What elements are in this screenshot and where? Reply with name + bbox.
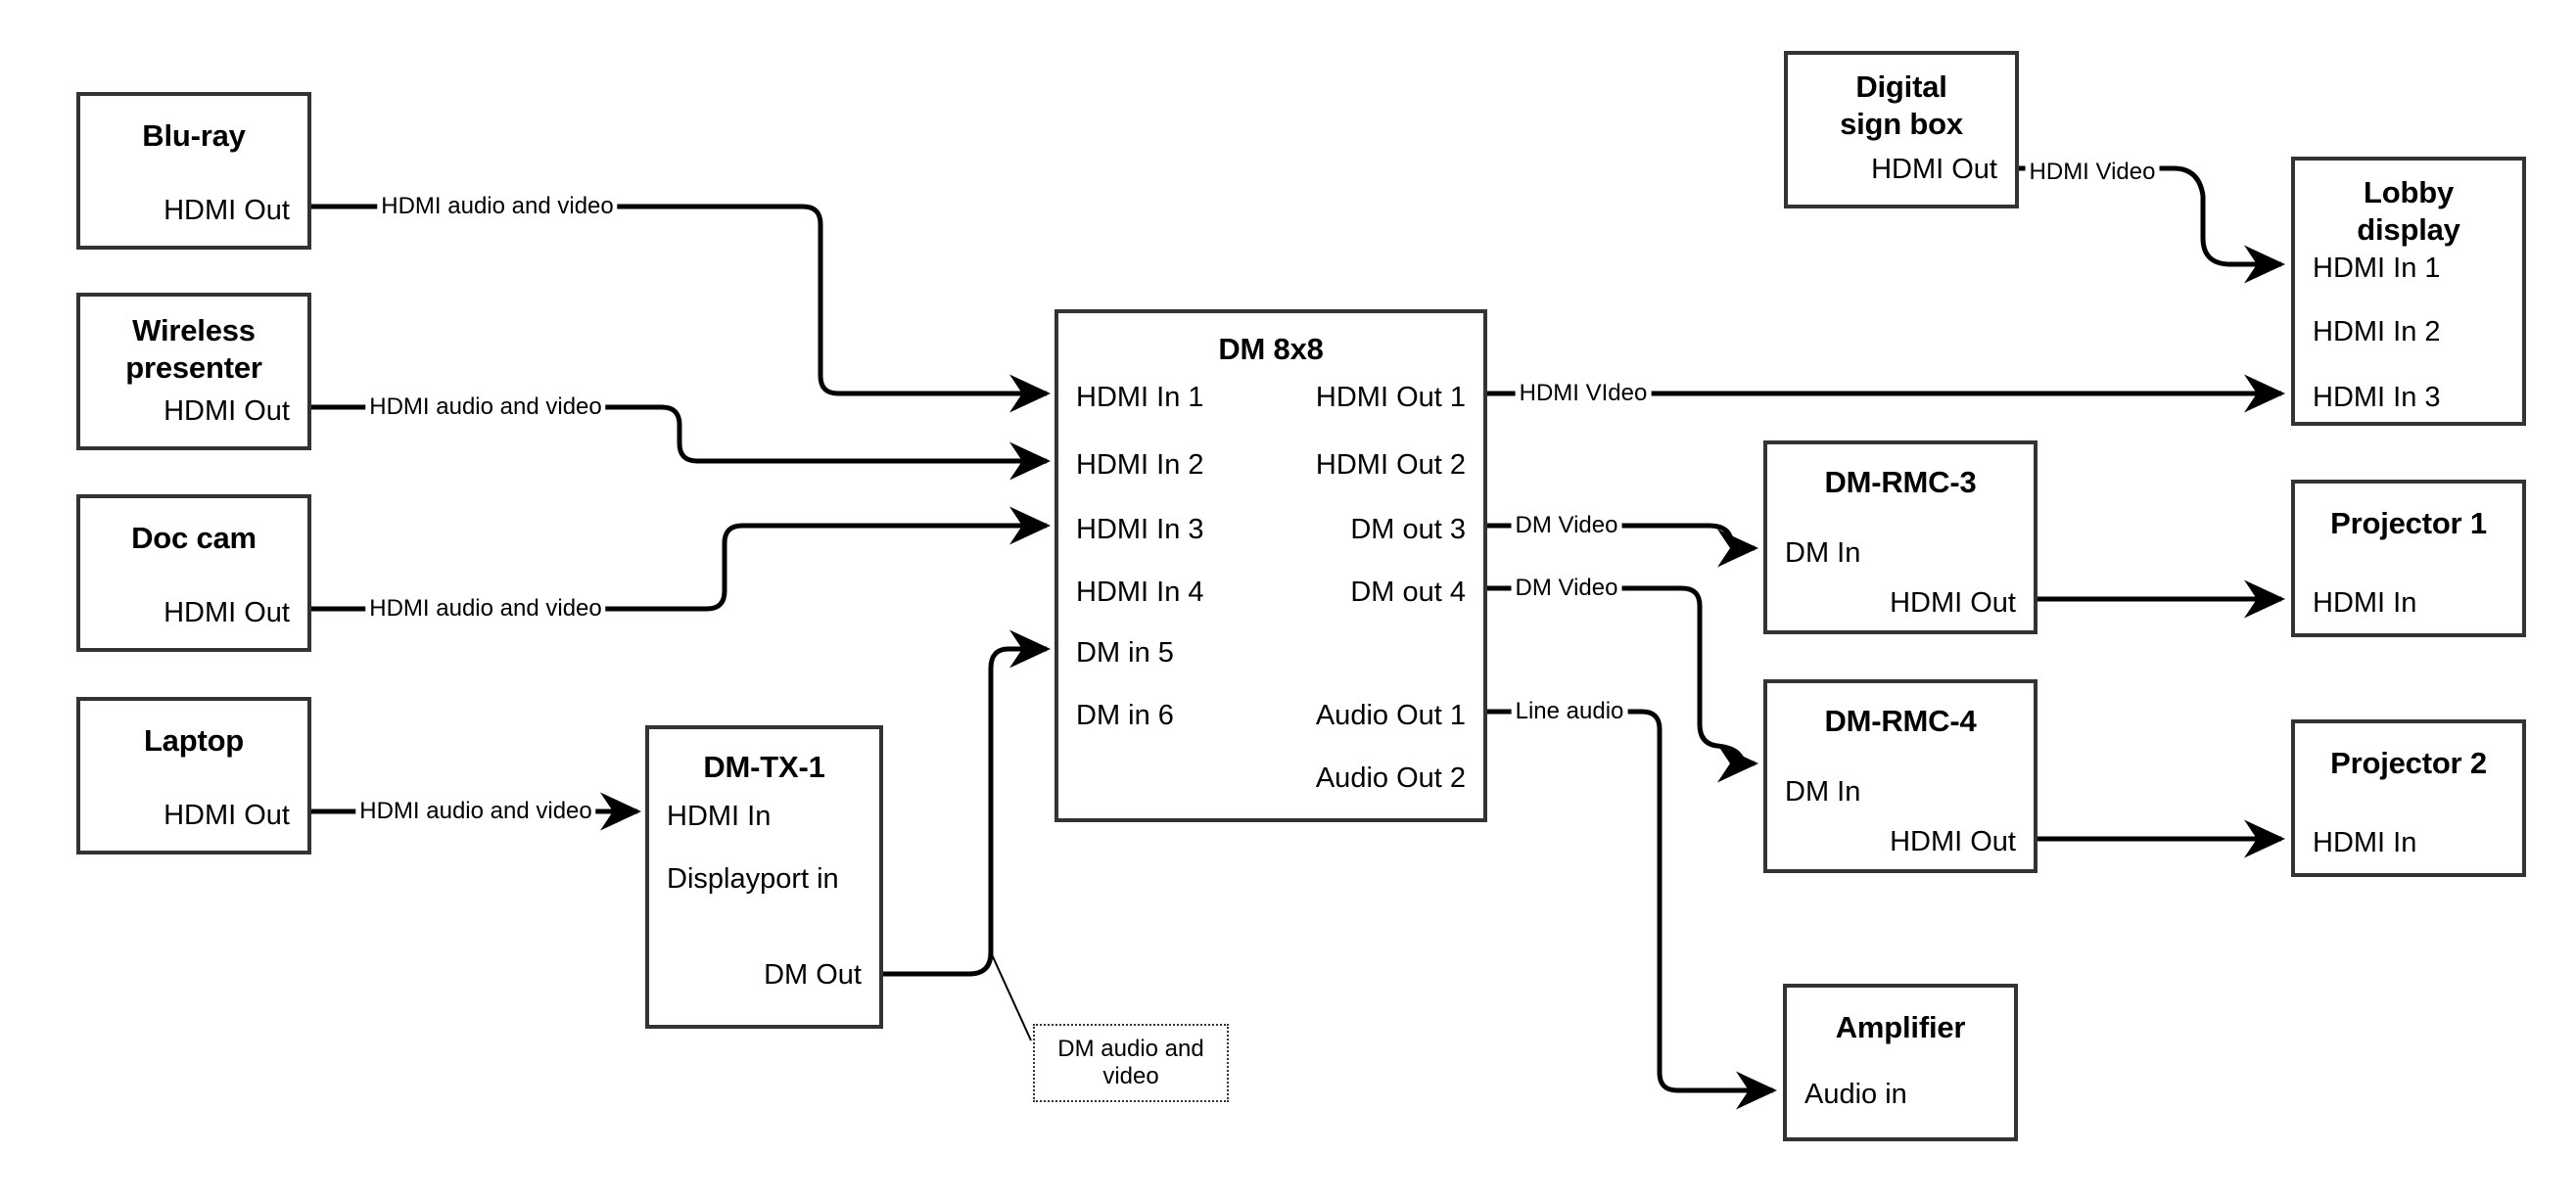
node-dm-rmc-3-port-hdmi-out[interactable]: HDMI Out	[1890, 587, 2016, 619]
node-dm-rmc-4-port-hdmi-out[interactable]: HDMI Out	[1890, 826, 2016, 857]
wire-dm8x8-audio1-to-amplifier	[1487, 709, 1778, 1110]
node-dm-8x8-port-audio-out-1[interactable]: Audio Out 1	[1315, 700, 1466, 731]
node-lobby-display-port-hdmi-in-1[interactable]: HDMI In 1	[2313, 253, 2441, 284]
node-dm-tx-1-port-displayport-in[interactable]: Displayport in	[667, 863, 839, 895]
node-dm-8x8[interactable]: DM 8x8 HDMI In 1 HDMI In 2 HDMI In 3 HDM…	[1054, 309, 1487, 822]
node-dm-rmc-4[interactable]: DM-RMC-4 DM In HDMI Out	[1763, 679, 2037, 873]
node-amplifier-port-audio-in[interactable]: Audio in	[1804, 1079, 1907, 1110]
node-projector-1[interactable]: Projector 1 HDMI In	[2291, 480, 2526, 637]
wire-label-doccam-link: HDMI audio and video	[365, 595, 606, 623]
node-dm-rmc-3-title: DM-RMC-3	[1824, 465, 1977, 499]
node-projector-2-port-hdmi-in[interactable]: HDMI In	[2313, 827, 2417, 858]
node-dm-8x8-port-dm-out-3[interactable]: DM out 3	[1350, 514, 1466, 545]
wire-bluray-to-dm8x8	[311, 204, 1052, 413]
wire-label-dm-video-3: DM Video	[1511, 512, 1622, 539]
node-dm-rmc-3[interactable]: DM-RMC-3 DM In HDMI Out	[1763, 440, 2037, 634]
node-projector-1-title: Projector 1	[2330, 506, 2487, 540]
wire-label-sign-hdmi-video: HDMI Video	[2025, 159, 2160, 186]
node-wireless-presenter[interactable]: Wireless presenter HDMI Out	[76, 293, 311, 450]
node-dm-tx-1-port-hdmi-in[interactable]: HDMI In	[667, 801, 772, 832]
node-lobby-display-port-hdmi-in-2[interactable]: HDMI In 2	[2313, 316, 2441, 347]
node-lobby-display[interactable]: Lobby display HDMI In 1 HDMI In 2 HDMI I…	[2291, 157, 2526, 426]
node-bluray-port-hdmi-out[interactable]: HDMI Out	[164, 195, 290, 226]
wire-label-wireless-link: HDMI audio and video	[365, 393, 606, 421]
node-doc-cam[interactable]: Doc cam HDMI Out	[76, 494, 311, 652]
wire-label-bluray-link: HDMI audio and video	[377, 193, 618, 220]
node-bluray[interactable]: Blu-ray HDMI Out	[76, 92, 311, 250]
node-wireless-presenter-title: Wireless presenter	[125, 313, 262, 385]
node-digital-sign-box[interactable]: Digital sign box HDMI Out	[1784, 51, 2019, 208]
node-amplifier-title: Amplifier	[1835, 1010, 1966, 1044]
node-projector-2-title: Projector 2	[2330, 746, 2487, 780]
callout-dm-audio-and-video: DM audio and video	[1033, 1024, 1229, 1102]
node-dm-8x8-port-hdmi-in-1[interactable]: HDMI In 1	[1076, 382, 1204, 413]
wire-dm8x8-out4-to-rmc4	[1487, 585, 1759, 783]
node-dm-8x8-port-hdmi-in-4[interactable]: HDMI In 4	[1076, 577, 1204, 608]
node-wireless-presenter-port-hdmi-out[interactable]: HDMI Out	[164, 395, 290, 427]
wire-label-line-audio: Line audio	[1511, 698, 1628, 725]
node-dm-rmc-4-title: DM-RMC-4	[1824, 704, 1977, 738]
node-projector-1-port-hdmi-in[interactable]: HDMI In	[2313, 587, 2417, 619]
node-amplifier[interactable]: Amplifier Audio in	[1783, 984, 2018, 1141]
node-dm-8x8-port-audio-out-2[interactable]: Audio Out 2	[1315, 762, 1466, 794]
node-dm-8x8-title: DM 8x8	[1218, 332, 1324, 366]
node-bluray-title: Blu-ray	[142, 118, 246, 153]
node-dm-8x8-port-hdmi-in-2[interactable]: HDMI In 2	[1076, 449, 1204, 481]
node-doc-cam-title: Doc cam	[131, 521, 257, 555]
node-dm-8x8-port-dm-in-5[interactable]: DM in 5	[1076, 637, 1174, 669]
node-dm-8x8-port-hdmi-in-3[interactable]: HDMI In 3	[1076, 514, 1204, 545]
node-dm-8x8-port-dm-out-4[interactable]: DM out 4	[1350, 577, 1466, 608]
wire-dmtx1-to-dm8x8	[883, 629, 1052, 977]
node-lobby-display-title: Lobby display	[2357, 175, 2460, 247]
callout-leader-line	[990, 951, 1032, 1041]
node-doc-cam-port-hdmi-out[interactable]: HDMI Out	[164, 597, 290, 628]
wire-label-laptop-link: HDMI audio and video	[355, 798, 596, 825]
node-dm-8x8-port-hdmi-out-1[interactable]: HDMI Out 1	[1315, 382, 1466, 413]
node-dm-rmc-3-port-dm-in[interactable]: DM In	[1785, 537, 1861, 569]
node-dm-tx-1-title: DM-TX-1	[703, 750, 825, 784]
node-dm-rmc-4-port-dm-in[interactable]: DM In	[1785, 776, 1861, 808]
wire-label-dm-video-4: DM Video	[1511, 575, 1622, 602]
node-digital-sign-box-port-hdmi-out[interactable]: HDMI Out	[1871, 154, 1997, 185]
node-dm-8x8-port-dm-in-6[interactable]: DM in 6	[1076, 700, 1174, 731]
node-projector-2[interactable]: Projector 2 HDMI In	[2291, 719, 2526, 877]
node-dm-tx-1[interactable]: DM-TX-1 HDMI In Displayport in DM Out	[645, 725, 883, 1029]
node-digital-sign-box-title: Digital sign box	[1840, 69, 1963, 141]
node-lobby-display-port-hdmi-in-3[interactable]: HDMI In 3	[2313, 382, 2441, 413]
node-dm-tx-1-port-dm-out[interactable]: DM Out	[764, 959, 862, 991]
node-laptop-title: Laptop	[143, 723, 245, 758]
node-laptop[interactable]: Laptop HDMI Out	[76, 697, 311, 855]
wire-label-hdmi-video-out1: HDMI VIdeo	[1515, 380, 1652, 407]
node-laptop-port-hdmi-out[interactable]: HDMI Out	[164, 800, 290, 831]
node-dm-8x8-port-hdmi-out-2[interactable]: HDMI Out 2	[1315, 449, 1466, 481]
